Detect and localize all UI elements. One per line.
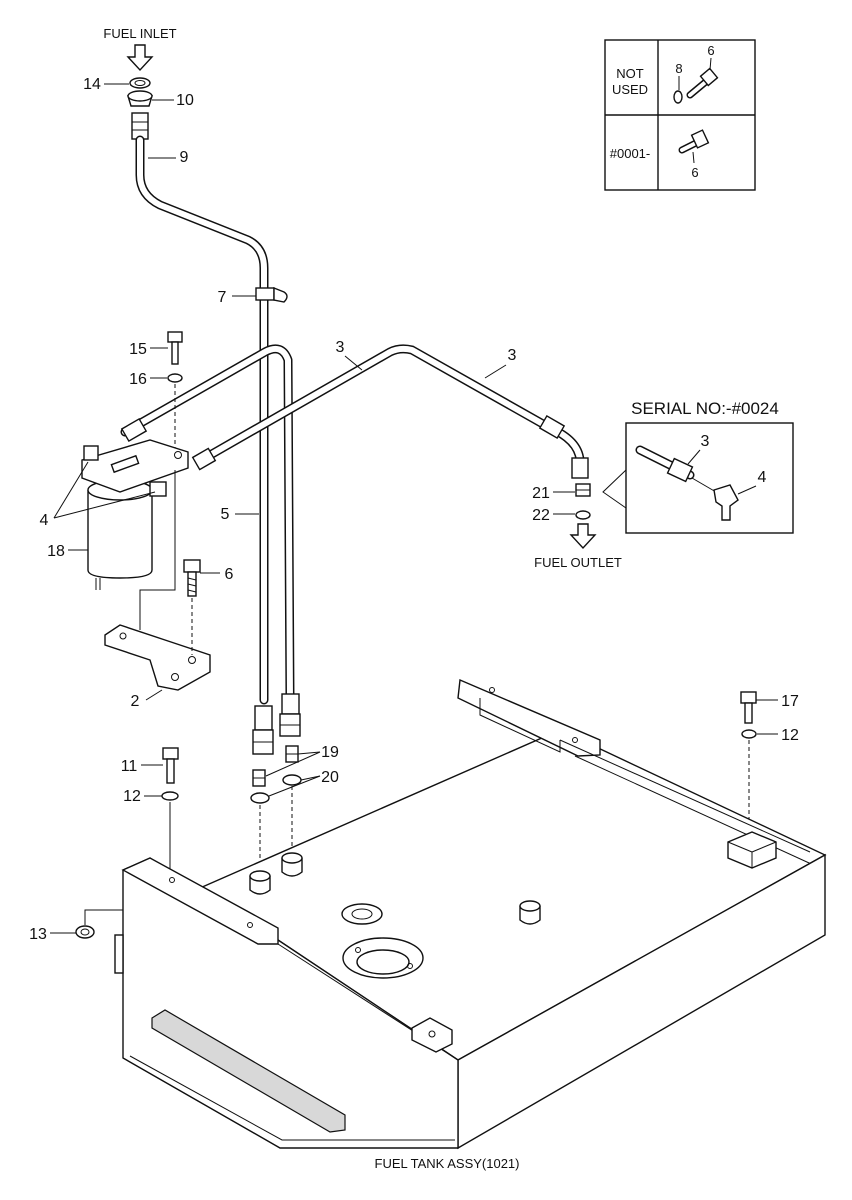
nut-13 bbox=[75, 925, 95, 939]
washer-12-left bbox=[161, 791, 179, 801]
callout-21: 21 bbox=[532, 485, 550, 502]
fuel-tank bbox=[114, 678, 827, 1150]
callout-12a: 12 bbox=[123, 788, 141, 805]
table-callout-6a: 6 bbox=[707, 43, 714, 58]
washer-12-right bbox=[741, 729, 757, 739]
hose-5-end-fitting bbox=[252, 705, 274, 755]
callout-13: 13 bbox=[29, 926, 47, 943]
callout-14: 14 bbox=[83, 76, 101, 93]
callout-6: 6 bbox=[225, 566, 234, 583]
table-callout-6b: 6 bbox=[691, 165, 698, 180]
serial-inset bbox=[602, 422, 794, 534]
variant-table: NOT USED #0001- 8 6 6 bbox=[604, 39, 756, 191]
table-not-used-line1: NOT bbox=[616, 66, 644, 81]
callout-15: 15 bbox=[129, 341, 147, 358]
table-callout-8: 8 bbox=[675, 61, 682, 76]
bracket-2 bbox=[104, 624, 211, 691]
inset-callout-3: 3 bbox=[701, 433, 710, 450]
table-not-used-line2: USED bbox=[612, 82, 648, 97]
callout-12b: 12 bbox=[781, 727, 799, 744]
callout-3a: 3 bbox=[336, 339, 345, 356]
callout-17: 17 bbox=[781, 693, 799, 710]
fuel-outlet-label: FUEL OUTLET bbox=[534, 555, 622, 570]
hose-return-end-fitting bbox=[279, 693, 301, 737]
callout-9: 9 bbox=[180, 149, 189, 166]
callout-18: 18 bbox=[47, 543, 65, 560]
hose-9 bbox=[131, 112, 269, 705]
hose-return bbox=[120, 344, 295, 705]
inset-callout-4: 4 bbox=[758, 469, 767, 486]
callout-2: 2 bbox=[131, 693, 140, 710]
bolt-11 bbox=[162, 747, 179, 784]
callout-16: 16 bbox=[129, 371, 147, 388]
fuel-outlet-arrow-icon bbox=[569, 523, 597, 550]
washer-16 bbox=[167, 373, 183, 383]
washer-14 bbox=[129, 77, 151, 89]
callout-19: 19 bbox=[321, 744, 339, 761]
callout-4: 4 bbox=[40, 512, 49, 529]
bolt-15 bbox=[167, 331, 183, 365]
callout-5: 5 bbox=[221, 506, 230, 523]
callout-10: 10 bbox=[176, 92, 194, 109]
callout-11: 11 bbox=[121, 758, 138, 775]
table-serial-range: #0001- bbox=[610, 146, 650, 161]
bolt-17 bbox=[740, 691, 757, 724]
o-ring-20 bbox=[282, 774, 302, 786]
callout-20: 20 bbox=[321, 769, 339, 786]
diagram-caption: FUEL TANK ASSY(1021) bbox=[375, 1156, 520, 1171]
connector-19 bbox=[252, 745, 299, 787]
fuel-inlet-label: FUEL INLET bbox=[103, 26, 176, 41]
clamp-7 bbox=[255, 286, 288, 303]
fuel-inlet-arrow-icon bbox=[126, 44, 154, 72]
washer-22 bbox=[575, 510, 591, 520]
table-bolt-upper bbox=[686, 67, 719, 99]
table-washer-part bbox=[673, 90, 683, 104]
pipe-3 bbox=[120, 344, 589, 479]
callout-22: 22 bbox=[532, 507, 550, 524]
table-bolt-lower bbox=[678, 129, 710, 154]
callout-7: 7 bbox=[218, 289, 227, 306]
serial-number-label: SERIAL NO:-#0024 bbox=[631, 399, 779, 418]
fitting-21 bbox=[575, 483, 591, 497]
fuel-filter-18 bbox=[81, 439, 189, 590]
callout-3b: 3 bbox=[508, 347, 517, 364]
bolt-6 bbox=[183, 559, 201, 597]
